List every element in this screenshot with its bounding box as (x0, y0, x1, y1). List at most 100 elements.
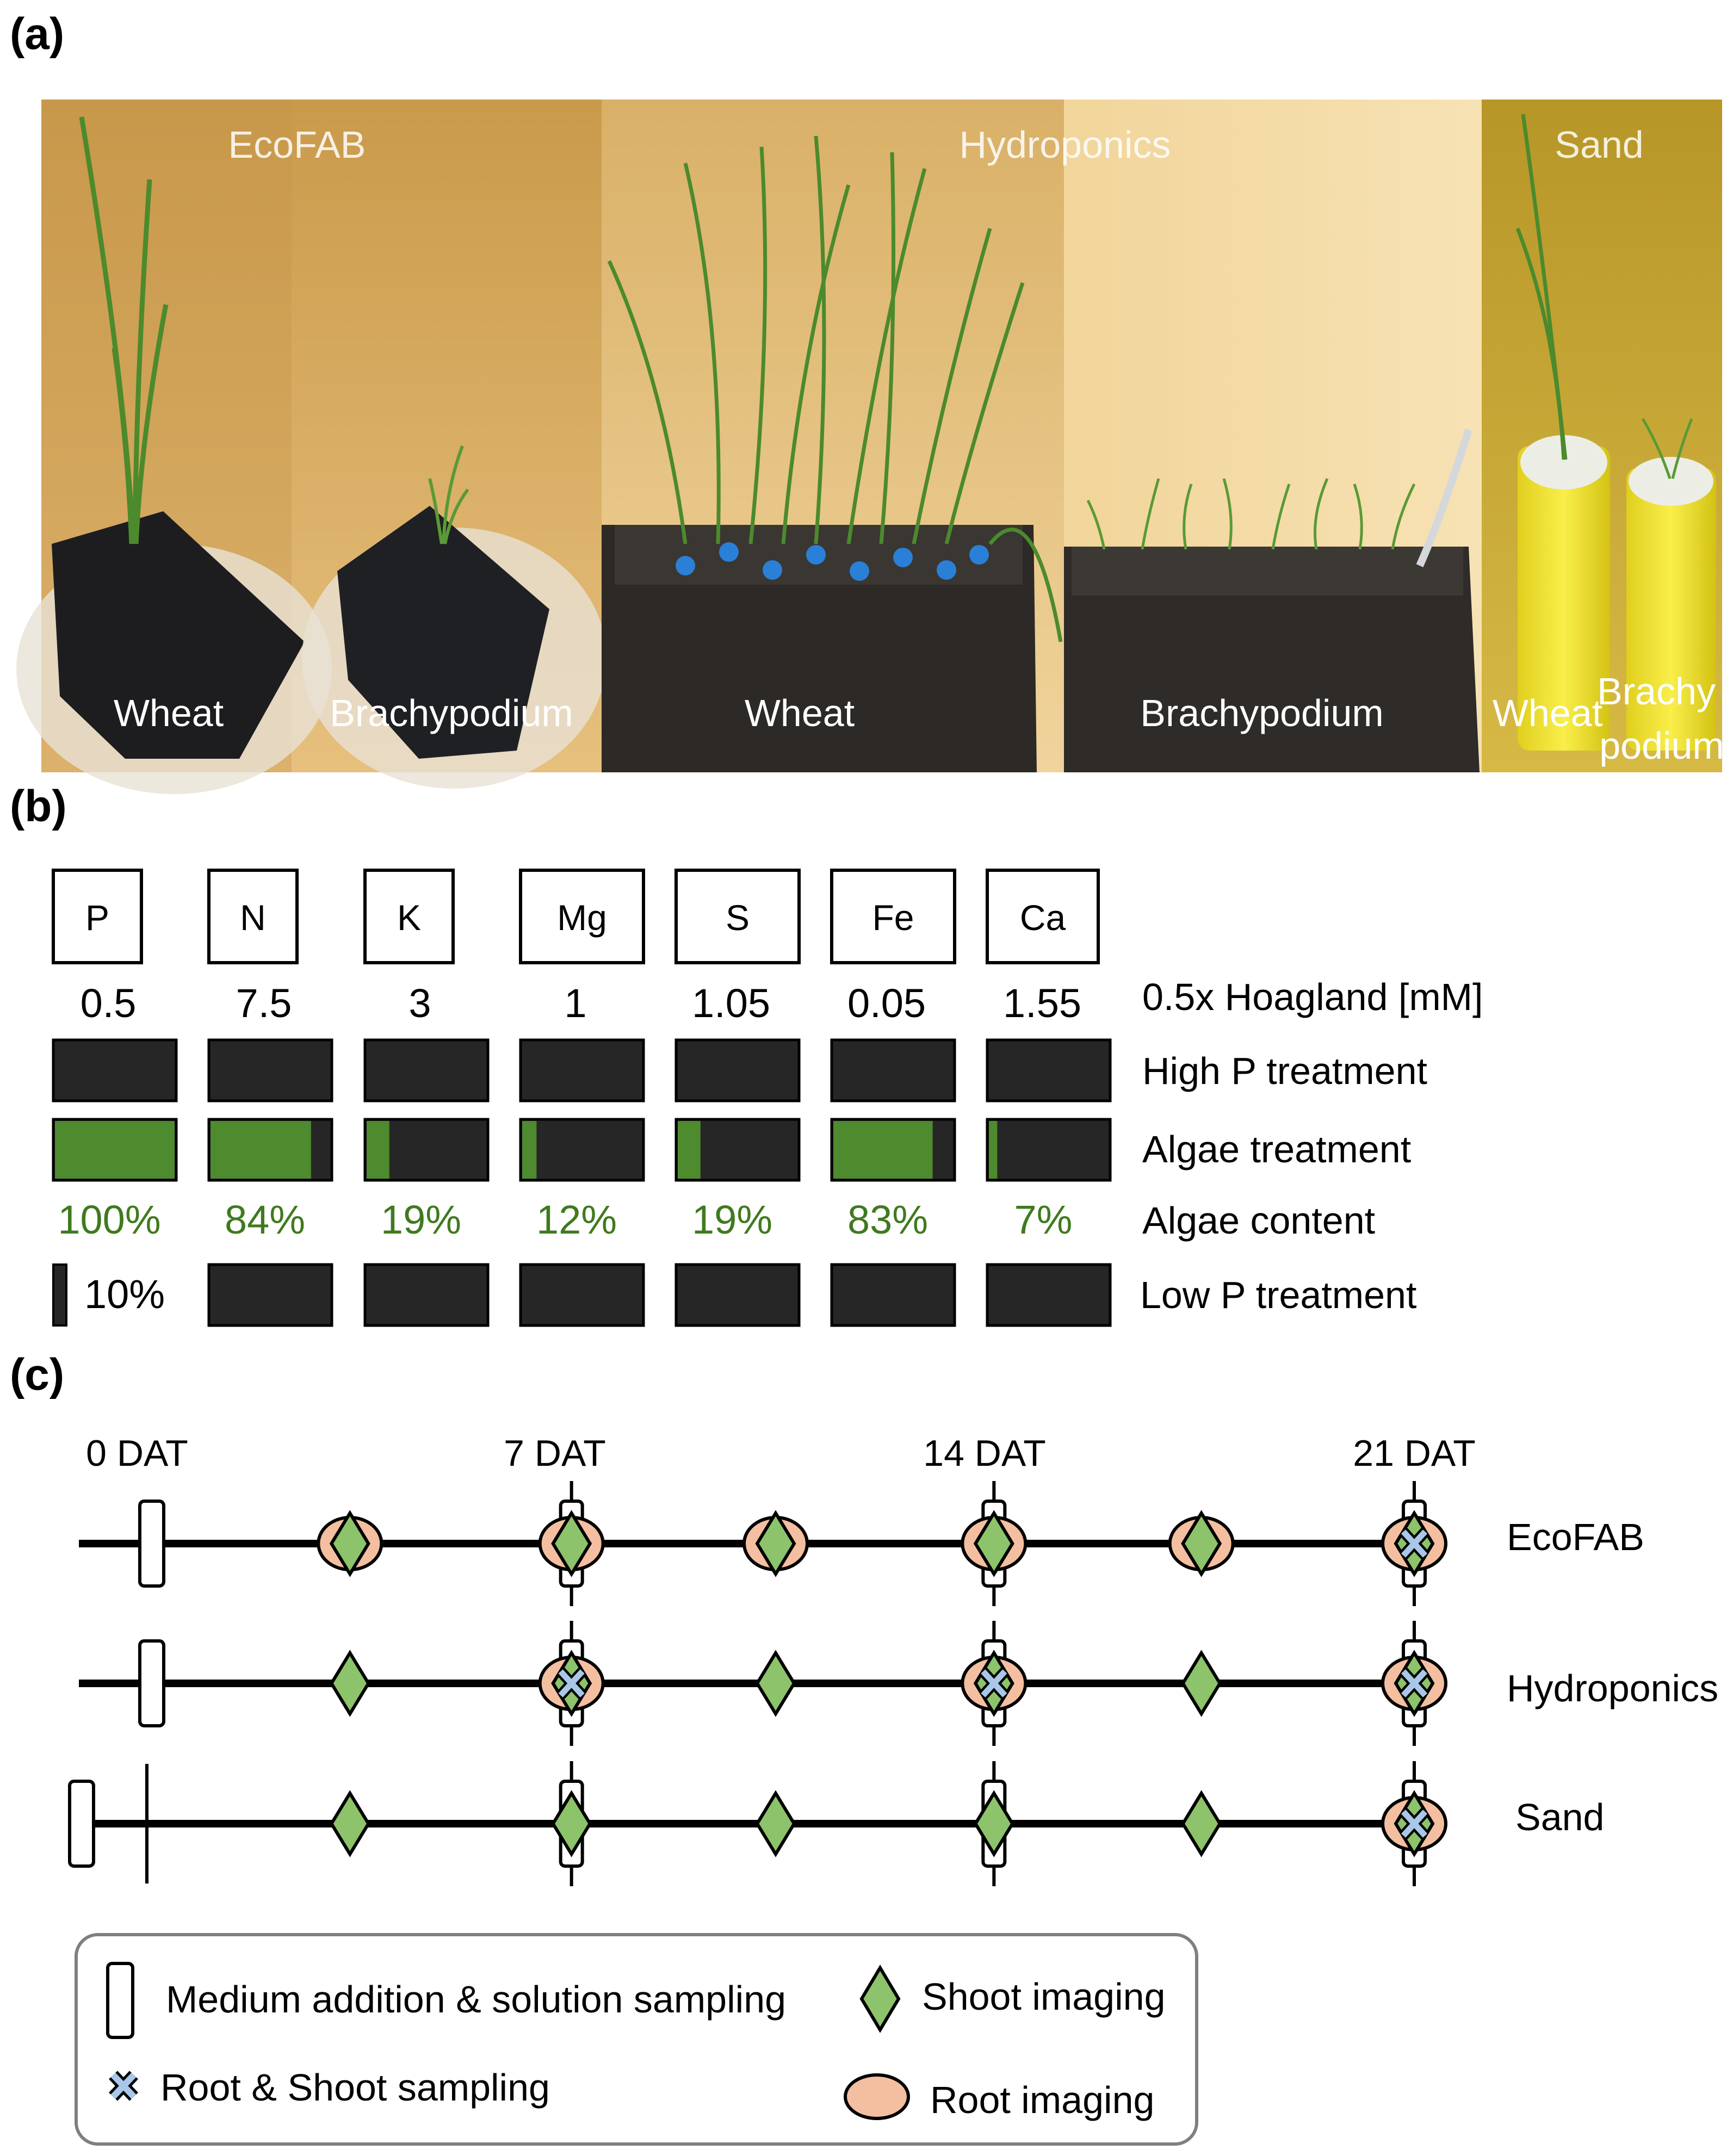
element-symbol-S: S (726, 897, 750, 938)
row-label-high-p: High P treatment (1142, 1050, 1427, 1092)
dat-label-14: 14 DAT (923, 1433, 1045, 1474)
photo-panel-a: EcoFAB Hydroponics Sand Wheat Brachypodi… (16, 100, 1724, 794)
high-p-bar-K (363, 1038, 490, 1102)
legend: Medium addition & solution sampling Shoo… (75, 1933, 1198, 2146)
high-p-bar-Fe (830, 1038, 956, 1102)
legend-shoot-imaging-icon (859, 1965, 901, 2033)
algae-content-N: 84% (225, 1197, 305, 1242)
low-p-bar-Mg (519, 1263, 645, 1327)
high-p-bar-S (674, 1038, 801, 1102)
element-symbol-Fe: Fe (872, 897, 914, 938)
hoagland-value-K: 3 (409, 981, 431, 1026)
algae-content-P: 100% (58, 1197, 160, 1242)
nutrient-panel: P0.5100%10%N7.584%K319%Mg112%S1.0519%Fe0… (52, 869, 1112, 1327)
panel-label-c: (c) (10, 1350, 64, 1399)
algae-bar-fill-Mg (522, 1121, 537, 1179)
panel-label-a: (a) (10, 9, 64, 59)
high-p-bar-Ca (986, 1038, 1112, 1102)
row-label-algae-treatment: Algae treatment (1142, 1128, 1411, 1170)
low-p-value-P: 10% (84, 1272, 165, 1317)
algae-content-K: 19% (381, 1197, 461, 1242)
hydro-box-brachy (1064, 547, 1480, 772)
dat-label-21: 21 DAT (1353, 1433, 1475, 1474)
timeline-label-hydroponics: Hydroponics (1507, 1667, 1718, 1709)
element-box-P (52, 869, 143, 964)
hoagland-value-Mg: 1 (564, 981, 586, 1026)
low-p-bar-S (674, 1263, 801, 1327)
algae-bar-fill-P (55, 1121, 175, 1179)
shoot-imaging-marker-sand-7 (551, 1790, 592, 1857)
high-p-bar-Mg (519, 1038, 645, 1102)
timeline (68, 1481, 1447, 1886)
hydro-box-wheat (602, 525, 1037, 772)
low-p-bar-Fe (830, 1263, 956, 1327)
row-label-low-p: Low P treatment (1140, 1274, 1416, 1316)
low-p-bar-P (52, 1263, 67, 1327)
high-p-bar-P (52, 1038, 178, 1102)
algae-bar-fill-S (678, 1121, 701, 1179)
sand-tube-wheat (1518, 446, 1610, 751)
shoot-imaging-marker-ecofab-17.5 (1181, 1510, 1222, 1577)
legend-box (75, 1933, 1198, 2146)
medium-marker-ecofab-0 (138, 1500, 165, 1588)
sampling-marker-d-hydroponics-7 (558, 1669, 585, 1697)
shoot-imaging-marker-ecofab-3.5 (329, 1510, 370, 1577)
element-box-K (363, 869, 455, 964)
label-sand-brachy-1: Brachy (1597, 670, 1716, 713)
label-sand-brachy-2: podium (1599, 724, 1724, 767)
algae-bar-fill-Fe (833, 1121, 933, 1179)
algae-content-Fe: 83% (847, 1197, 928, 1242)
shoot-imaging-marker-ecofab-10.5 (755, 1510, 796, 1577)
ecofab-wheat-mat (52, 511, 305, 759)
dat-label-7: 7 DAT (504, 1433, 606, 1474)
sampling-marker-d-hydroponics-14 (981, 1669, 1007, 1697)
sampling-marker-d-hydroponics-21 (1401, 1669, 1428, 1697)
low-p-bar-K (363, 1263, 490, 1327)
label-hydro-brachypodium: Brachypodium (1140, 692, 1383, 734)
algae-bar-bg-Mg (519, 1118, 645, 1182)
legend-root-imaging-icon (844, 2073, 910, 2120)
shoot-imaging-marker-ecofab-14 (973, 1510, 1014, 1577)
high-p-bar-N (207, 1038, 333, 1102)
algae-content-Ca: 7% (1014, 1197, 1073, 1242)
algae-bar-bg-Ca (986, 1118, 1112, 1182)
element-symbol-P: P (85, 897, 109, 938)
element-box-Ca (986, 869, 1100, 964)
algae-bar-fill-Ca (989, 1121, 998, 1179)
system-title-ecofab: EcoFAB (228, 123, 366, 166)
hoagland-value-Ca: 1.55 (1003, 981, 1081, 1026)
legend-medium-label: Medium addition & solution sampling (166, 1978, 786, 2021)
medium-marker-sand-0 (68, 1780, 95, 1868)
timeline-label-sand: Sand (1515, 1796, 1604, 1838)
legend-root-imaging-label: Root imaging (930, 2079, 1154, 2121)
sampling-marker-d-ecofab-21 (1401, 1529, 1428, 1558)
element-box-Fe (830, 869, 956, 964)
element-box-N (207, 869, 299, 964)
shoot-imaging-marker-hydroponics-3.5 (329, 1650, 370, 1717)
hoagland-value-P: 0.5 (81, 981, 137, 1026)
row-label-algae-content: Algae content (1142, 1199, 1375, 1242)
label-hydro-wheat: Wheat (745, 692, 855, 734)
shoot-imaging-marker-hydroponics-17.5 (1181, 1650, 1222, 1717)
legend-shoot-imaging-label: Shoot imaging (922, 1975, 1166, 2018)
shoot-imaging-marker-sand-17.5 (1181, 1790, 1222, 1857)
legend-root-shoot-sampling-label: Root & Shoot sampling (160, 2066, 550, 2109)
row-label-hoagland: 0.5x Hoagland [mM] (1142, 976, 1483, 1018)
label-sand-wheat: Wheat (1493, 692, 1602, 734)
label-ecofab-brachypodium: Brachypodium (330, 692, 573, 734)
algae-bar-fill-N (211, 1121, 311, 1179)
medium-marker-hydroponics-0 (138, 1639, 165, 1727)
system-title-sand: Sand (1555, 123, 1643, 166)
hoagland-value-S: 1.05 (692, 981, 770, 1026)
element-symbol-Ca: Ca (1020, 897, 1066, 938)
low-p-bar-Ca (986, 1263, 1112, 1327)
shoot-imaging-marker-sand-14 (973, 1790, 1014, 1857)
shoot-imaging-marker-ecofab-7 (551, 1510, 592, 1577)
label-ecofab-wheat: Wheat (114, 692, 224, 734)
element-symbol-N: N (240, 897, 266, 938)
element-box-S (674, 869, 801, 964)
system-title-hydroponics: Hydroponics (959, 123, 1171, 166)
algae-content-Mg: 12% (536, 1197, 617, 1242)
